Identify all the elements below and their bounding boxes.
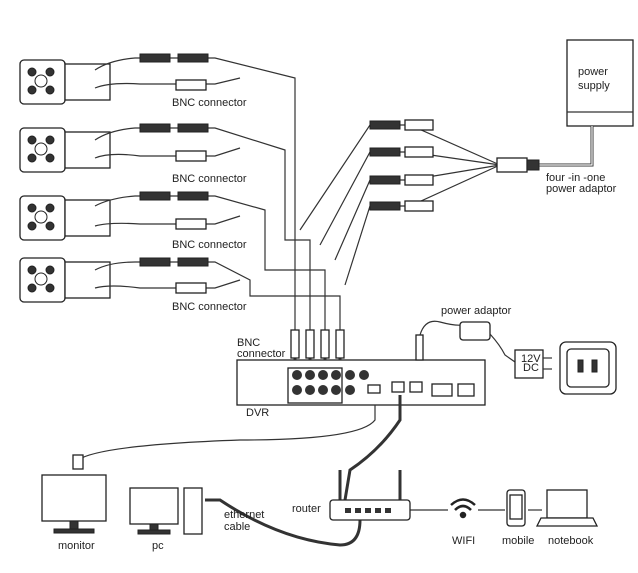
dvr-router-cable <box>343 395 402 501</box>
notebook-label: notebook <box>548 535 594 547</box>
router-label: router <box>292 503 321 515</box>
notebook <box>535 489 599 527</box>
four-in-one-adaptor <box>496 157 540 173</box>
mobile-phone <box>506 489 526 527</box>
dvr <box>236 329 486 406</box>
pc-label: pc <box>152 540 164 552</box>
power-adaptor-label: power adaptor <box>441 305 512 317</box>
router <box>329 470 411 521</box>
adaptor-label-2: power adaptor <box>546 183 617 195</box>
pc <box>129 487 203 535</box>
dvr-label: DVR <box>246 407 269 419</box>
wifi-icon <box>450 498 476 519</box>
camera-4 <box>19 257 111 303</box>
pc-router-cable <box>205 498 362 547</box>
power-supply-label-1: power <box>578 66 608 78</box>
wifi-label: WIFI <box>452 535 475 547</box>
camera-3 <box>19 195 111 241</box>
wall-outlet <box>559 341 617 395</box>
monitor-label: monitor <box>58 540 95 552</box>
dvr-bnc-label-1: BNC <box>237 337 260 349</box>
dc-label-1: 12V <box>521 353 541 365</box>
power-adaptor: 12V DC <box>419 320 552 379</box>
bnc-label-2: BNC connector <box>172 173 247 185</box>
camera-cables <box>94 53 501 330</box>
bnc-label-1: BNC connector <box>172 97 247 109</box>
mobile-label: mobile <box>502 535 534 547</box>
bnc-label-3: BNC connector <box>172 239 247 251</box>
power-supply: power supply <box>530 39 634 167</box>
camera-1 <box>19 59 111 105</box>
ethernet-label-2: cable <box>224 521 250 533</box>
dc-label-2: DC <box>523 362 539 374</box>
power-supply-label-2: supply <box>578 80 610 92</box>
bnc-label-4: BNC connector <box>172 301 247 313</box>
ethernet-label-1: ethernet <box>224 509 264 521</box>
monitor <box>41 454 107 534</box>
vga-cable <box>77 405 376 461</box>
adaptor-label-1: four -in -one <box>546 172 605 184</box>
camera-2 <box>19 127 111 173</box>
dvr-bnc-label-2: connector <box>237 348 286 360</box>
